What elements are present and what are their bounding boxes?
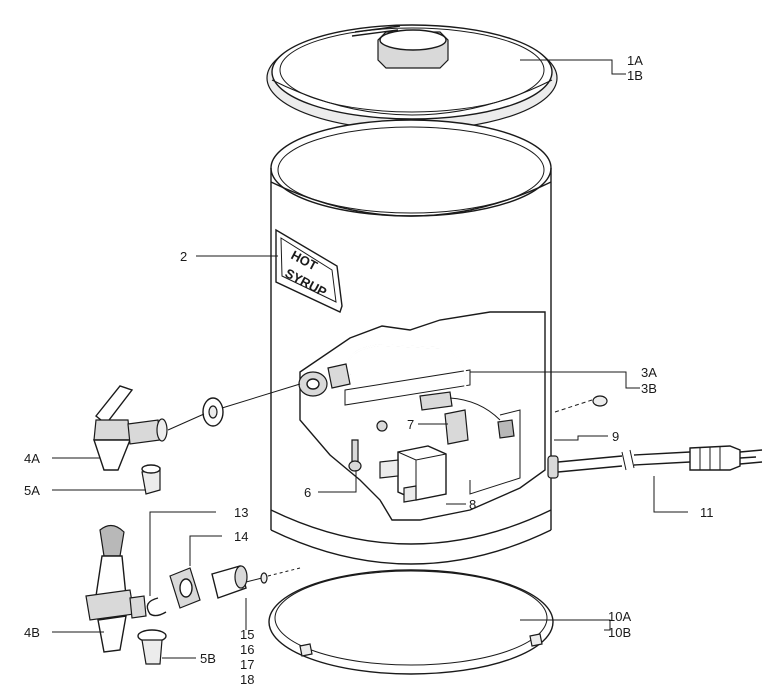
callout-8: 8 bbox=[469, 497, 476, 512]
callout-17: 17 bbox=[240, 657, 254, 672]
callout-16: 16 bbox=[240, 642, 254, 657]
retaining-ring bbox=[146, 597, 167, 617]
screw bbox=[554, 395, 608, 413]
callout-labels: 1A 1B 2 3A 3B 4A 5A 6 7 8 9 11 10A 10B 1… bbox=[24, 53, 714, 687]
callout-10b: 10B bbox=[608, 625, 631, 640]
base-plate bbox=[268, 569, 554, 675]
lid bbox=[266, 24, 558, 131]
callout-14: 14 bbox=[234, 529, 248, 544]
probe bbox=[348, 439, 362, 472]
callout-5a: 5A bbox=[24, 483, 40, 498]
callout-15: 15 bbox=[240, 627, 254, 642]
heating-element bbox=[298, 343, 515, 445]
callout-2: 2 bbox=[180, 249, 187, 264]
callout-1b: 1B bbox=[627, 68, 643, 83]
adapter-fitting bbox=[211, 565, 301, 599]
callout-7: 7 bbox=[407, 417, 414, 432]
seal-5a bbox=[141, 464, 161, 495]
callout-4a: 4A bbox=[24, 451, 40, 466]
callout-13: 13 bbox=[234, 505, 248, 520]
callout-18: 18 bbox=[240, 672, 254, 687]
callout-10a: 10A bbox=[608, 609, 631, 624]
thermostat bbox=[379, 445, 447, 503]
hot-syrup-sign: HOT SYRUP bbox=[275, 228, 343, 313]
callout-5b: 5B bbox=[200, 651, 216, 666]
callout-1a: 1A bbox=[627, 53, 643, 68]
callout-3a: 3A bbox=[641, 365, 657, 380]
callout-6: 6 bbox=[304, 485, 311, 500]
faucet-4a bbox=[93, 383, 301, 471]
can-body bbox=[270, 119, 552, 565]
coupling-nut bbox=[169, 567, 201, 609]
power-cord bbox=[547, 445, 763, 479]
callout-3b: 3B bbox=[641, 381, 657, 396]
leader-lines bbox=[52, 59, 688, 659]
callout-4b: 4B bbox=[24, 625, 40, 640]
callout-9: 9 bbox=[612, 429, 619, 444]
callout-11: 11 bbox=[700, 505, 714, 520]
seal-5b bbox=[137, 629, 167, 665]
faucet-4b bbox=[85, 524, 147, 653]
